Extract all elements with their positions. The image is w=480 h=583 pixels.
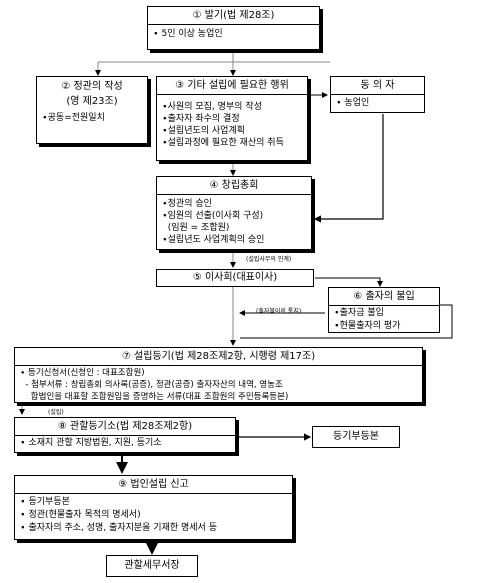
connector-n6-to-n7 [240,304,453,339]
node-consent-title: 동 의 자 [331,77,424,95]
node-registry-office: ⑧ 관할등기소(법 제28조제2항) ∙ 소재지 관할 지방법원, 지원, 등기… [14,417,236,453]
node-general-meeting: ④ 창립총회 ∙정관의 승인 ∙임원의 선출(이사회 구성) (임원 = 조합원… [156,176,312,250]
node-tax-office-title: 관할세무서장 [124,560,180,571]
node-other-acts-item: ∙설립년도의 사업계획 [162,126,246,136]
label-handover: (설립사무의 인계) [246,256,292,263]
node-general-meeting-item: ∙설립년도 사업계획의 승인 [162,235,265,245]
node-incorporation-report-item: ∙ 출자자의 주소, 성명, 출자지분을 기재한 명세서 등 [20,523,217,533]
node-contribution-title: ⑥ 출자의 불입 [329,288,439,306]
node-general-meeting-item: ∙정관의 승인 [162,199,212,209]
node-other-acts-item: ∙출자자 좌수의 결정 [162,114,240,124]
label-payment-notice: (출자불이의 통지) [256,308,302,315]
node-registry-office-title: ⑧ 관할등기소(법 제28조제2항) [15,418,235,436]
node-registration-item: - 첨부서류 : 창립총회 의사록(공증), 정관(공증) 출자자산의 내역, … [20,380,283,390]
connector-consent-to-n4 [313,114,384,223]
node-articles-subtitle: (영 제23조) [66,96,118,107]
node-other-acts-title: ③ 기타 설립에 필요한 행위 [157,77,307,95]
node-consent-item: ∙ 농업인 [336,98,370,108]
node-founding: ① 발기(법 제28조) ∙ 5인 이상 농업인 [147,6,320,50]
node-registration-item: 합법인을 대표할 조합원임을 증명하는 서류(대표 조합원의 주민등록등본) [20,392,289,402]
node-other-acts: ③ 기타 설립에 필요한 행위 ∙사원의 모집, 명부의 작성 ∙출자자 좌수의… [156,76,308,161]
node-general-meeting-title: ④ 창립총회 [157,177,311,195]
node-registration: ⑦ 설립등기(법 제28조제2항, 시행령 제17조) ∙ 등기신청서(신청인 … [14,347,423,403]
node-incorporation-report-item: ∙ 등기부등본 [20,497,70,507]
node-board: ⑤ 이사회(대표이사) [156,269,314,287]
node-other-acts-item: ∙사원의 모집, 명부의 작성 [162,102,262,112]
node-articles-item: ∙공동=전원일치 [42,113,105,123]
node-registry-office-item: ∙ 소재지 관할 지방법원, 지원, 등기소 [20,438,162,448]
node-other-acts-item: ∙설립과정에 필요한 재산의 취득 [162,138,284,148]
node-articles-title: ② 정관의 작성 [61,81,123,92]
node-registration-title: ⑦ 설립등기(법 제28조제2항, 시행령 제17조) [15,348,422,366]
node-consent: 동 의 자 ∙ 농업인 [330,76,425,113]
node-incorporation-report-item: ∙ 정관(현물출자 목적의 명세서) [20,510,141,520]
node-registry-copy-title: 등기부등본 [333,431,379,442]
node-registry-copy: 등기부등본 [312,426,400,448]
node-contribution-item: ∙현물출자의 평가 [334,321,401,331]
node-registration-item: ∙ 등기신청서(신청인 : 대표조합원) [20,368,145,378]
node-incorporation-report: ⑨ 법인설립 신고 ∙ 등기부등본 ∙ 정관(현물출자 목적의 명세서) ∙ 출… [14,475,293,540]
node-founding-item: ∙ 5인 이상 농업인 [153,29,223,39]
node-contribution-item: ∙출자금 불입 [334,308,384,318]
node-incorporation-report-title: ⑨ 법인설립 신고 [15,476,292,494]
node-articles: ② 정관의 작성 (영 제23조) ∙공동=전원일치 [36,76,148,144]
connector-n5-to-n6 [315,277,383,287]
node-founding-title: ① 발기(법 제28조) [148,7,319,25]
label-register: (설립) [48,409,64,416]
node-tax-office: 관할세무서장 [106,555,198,577]
node-board-title: ⑤ 이사회(대표이사) [192,272,278,283]
node-general-meeting-item: ∙임원의 선출(이사회 구성) [162,211,264,221]
node-contribution: ⑥ 출자의 불입 ∙출자금 불입 ∙현물출자의 평가 [328,287,440,333]
node-general-meeting-item: (임원 = 조합원) [162,223,230,233]
